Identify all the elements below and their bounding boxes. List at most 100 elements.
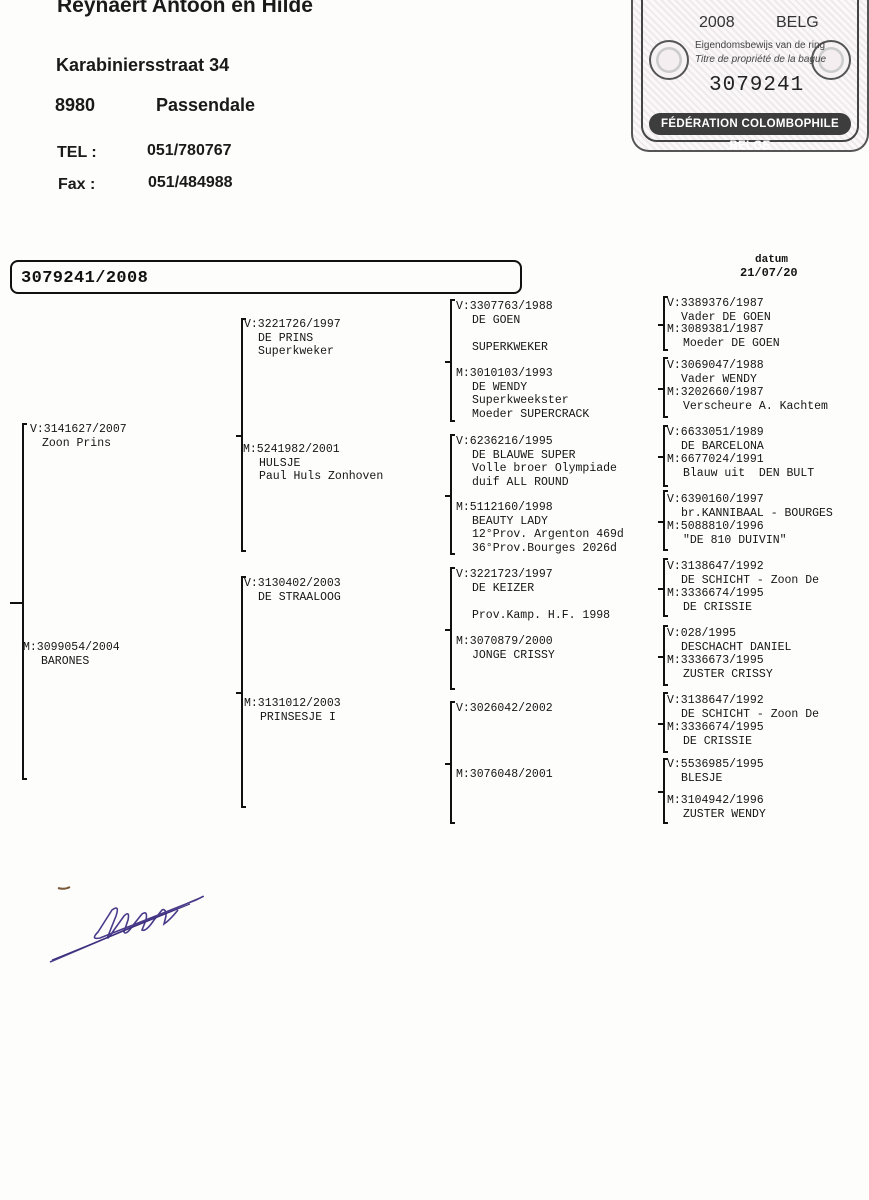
gen3-bracket <box>450 434 455 555</box>
gen4-mother-ring: M:3336674/1995 <box>667 587 764 600</box>
gen3-father-line: duif ALL ROUND <box>472 475 569 489</box>
gen4-mother-ring: M:3202660/1987 <box>667 386 764 399</box>
gen4-mother-ring: M:3336674/1995 <box>667 721 764 734</box>
gen4-bracket <box>663 425 668 487</box>
gen1-mother-ring: M:3099054/2004 <box>23 641 120 654</box>
gen3-bracket <box>450 567 455 690</box>
gen1-mother-line: BARONES <box>41 654 90 668</box>
gen3-mother-line: 12°Prov. Argenton 469d <box>472 528 624 541</box>
gen3-father: V:3026042/2002 <box>456 702 553 716</box>
gen4-father-ring: V:6633051/1989 <box>667 426 764 439</box>
gen3-mother-line: Moeder SUPERCRACK <box>472 407 590 421</box>
gen4-mother-line: ZUSTER WENDY <box>683 807 766 821</box>
gen4-bracket <box>663 625 668 686</box>
gen4-father-line: DE SCHICHT - Zoon De <box>681 573 820 587</box>
gen2-father-ring: V:3221726/1997 <box>244 318 341 331</box>
gen4-father-line: Vader DE GOEN <box>681 310 771 324</box>
gen3-father-line: DE KEIZER <box>472 581 535 595</box>
gen4-father-ring: V:6390160/1997 <box>667 493 764 506</box>
gen4-mother-ring: M:3336673/1995 <box>667 654 764 667</box>
gen4-mid-tick <box>658 655 663 658</box>
gen4-father-line: br.KANNIBAAL - BOURGES <box>681 506 833 520</box>
owner-name: Reynaert Antoon en Hilde <box>57 0 313 17</box>
gen4-father-line: DESCHACHT DANIEL <box>681 640 792 654</box>
tel-label: TEL : <box>57 144 97 161</box>
gen2-mid-tick <box>236 692 241 694</box>
gen3-mother: M:3076048/2001 <box>456 768 553 782</box>
gen3-father-line: SUPERKWEKER <box>472 340 548 354</box>
gen4-father-line: DE BARCELONA <box>681 439 764 453</box>
gen4-mother-ring: M:3104942/1996 <box>667 794 764 807</box>
gen4-mid-tick <box>658 791 663 793</box>
owner-postcode: 8980 <box>55 95 96 115</box>
gen2-mother-line: Paul Huls Zonhoven <box>259 470 384 483</box>
gen3-mid-tick <box>445 360 450 363</box>
gen4-father-ring: V:3138647/1992 <box>667 694 764 707</box>
gen1-father-ring: V:3141627/2007 <box>30 423 127 436</box>
signature <box>49 886 204 963</box>
right-medal-emblem <box>811 40 851 80</box>
gen2-father-ring: V:3130402/2003 <box>244 577 341 590</box>
gen3-mother-ring: M:3076048/2001 <box>456 768 553 781</box>
gen3-mother-ring: M:5112160/1998 <box>456 501 553 514</box>
gen2-mid-tick <box>236 435 241 437</box>
gen4-mother-line: "DE 810 DUIVIN" <box>683 533 787 547</box>
gen4-mid-tick <box>658 722 663 725</box>
gen3-father-line: Volle broer Olympiade <box>472 462 617 475</box>
gen4-mother: M:5088810/1996"DE 810 DUIVIN" <box>667 520 787 547</box>
federation-banner: FÉDÉRATION COLOMBOPHILE BELGE <box>649 113 851 150</box>
gen2-bracket <box>241 318 246 552</box>
gen4-father-ring: V:3069047/1988 <box>667 359 764 372</box>
gen3-father-ring: V:6236216/1995 <box>456 435 553 448</box>
gen4-bracket <box>663 357 668 418</box>
pigeon-id: 3079241/2008 <box>21 269 149 288</box>
gen4-mid-tick <box>658 456 663 458</box>
gen4-mother-line: ZUSTER CRISSY <box>683 667 773 681</box>
gen3-father-line: DE BLAUWE SUPER <box>472 448 576 462</box>
gen4-mid-tick <box>658 520 663 523</box>
datum-value: 21/07/20 <box>740 266 798 280</box>
gen1-bracket <box>22 423 27 780</box>
gen2-father-line: DE PRINS <box>258 331 314 345</box>
gen3-mother-ring: M:3010103/1993 <box>456 367 553 380</box>
gen4-father-ring: V:3389376/1987 <box>667 297 764 310</box>
gen2-bracket <box>241 576 246 808</box>
certificate-line-fr: Titre de propriété de la bague <box>695 54 827 65</box>
gen4-bracket <box>663 296 668 351</box>
certificate-frame <box>641 0 859 142</box>
certificate-ring-number: 3079241 <box>709 74 805 97</box>
gen4-father-line: Vader WENDY <box>681 372 757 386</box>
gen3-father-ring: V:3221723/1997 <box>456 568 553 581</box>
gen4-mid-tick <box>658 323 663 326</box>
gen3-father-line: Prov.Kamp. H.F. 1998 <box>472 608 611 622</box>
gen4-mid-tick <box>658 387 663 390</box>
gen3-mother-line: Superkweekster <box>472 394 569 407</box>
gen2-father-line: Superkweker <box>258 345 334 358</box>
certificate-country: BELG <box>776 14 819 31</box>
gen3-mother-line: 36°Prov.Bourges 2026d <box>472 541 617 555</box>
fax-value: 051/484988 <box>148 174 233 191</box>
gen4-mother-line: DE CRISSIE <box>683 600 753 614</box>
fax-label: Fax : <box>58 176 96 193</box>
gen2-mother-line: PRINSESJE I <box>260 710 336 724</box>
gen3-father-ring: V:3307763/1988 <box>456 300 553 313</box>
gen4-mother-line: Blauw uit DEN BULT <box>683 466 815 480</box>
